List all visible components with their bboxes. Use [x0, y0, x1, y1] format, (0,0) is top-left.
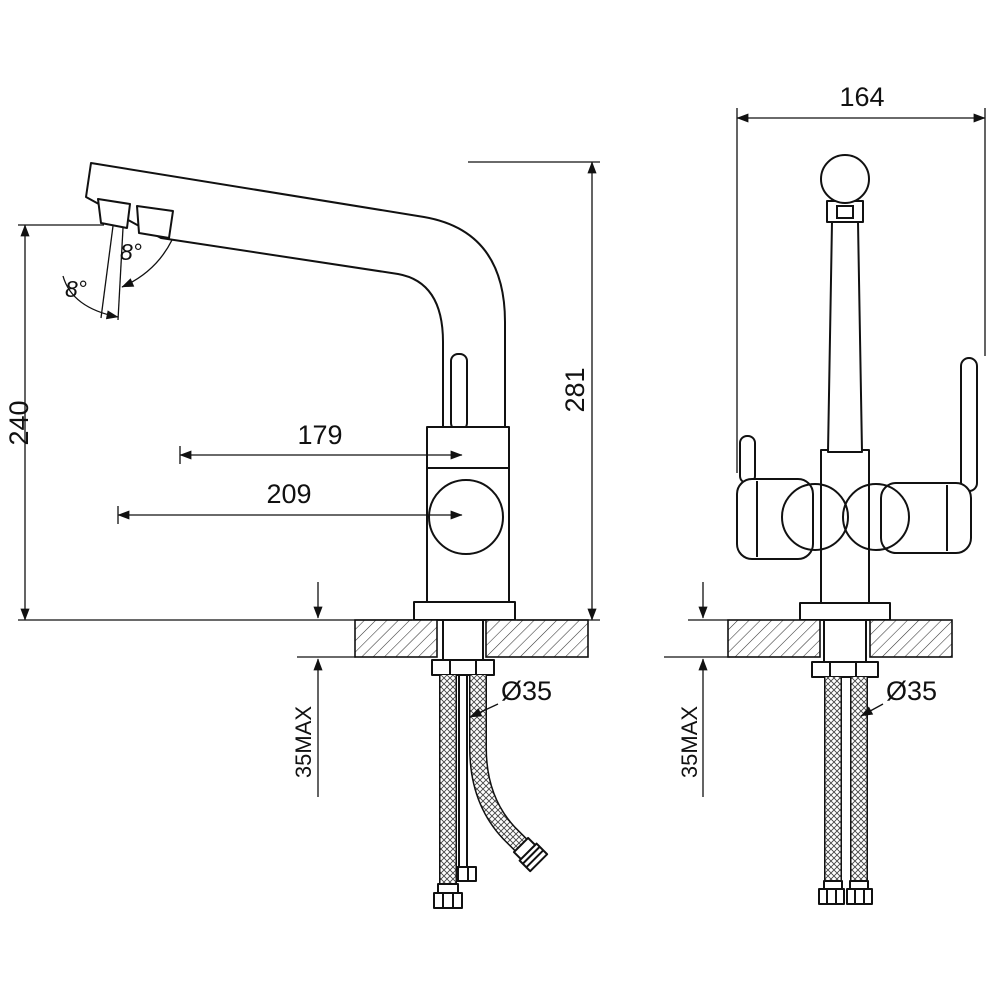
label-hole-diameter-right: Ø35	[860, 676, 937, 717]
handle-cylinder	[880, 482, 972, 554]
supply-hose-straight	[818, 677, 845, 905]
handle-knob	[820, 154, 870, 204]
joint-circle-left	[781, 483, 849, 551]
hose-hex-nut	[846, 888, 873, 905]
nut-facet-line	[522, 846, 541, 865]
joint-circle-right	[842, 483, 910, 551]
side-view: 8° 8°	[4, 161, 600, 909]
hole-diameter-label: Ø35	[886, 676, 937, 706]
hose-fitting	[849, 880, 869, 890]
dimension-spout-reach: 209	[117, 479, 463, 524]
spray-angle-label-upper: 8°	[120, 239, 142, 265]
dimension-label: 240	[4, 400, 34, 445]
label-hole-diameter-left: Ø35	[469, 676, 552, 718]
dimension-label: 35MAX	[677, 706, 702, 778]
dimension-total-height: 281	[468, 161, 600, 621]
dimension-deck-max-right: 35MAX	[664, 582, 730, 797]
leader-line	[860, 703, 884, 717]
hose-fitting	[823, 880, 843, 890]
swivel-joint-circle	[428, 479, 504, 555]
hose-hex-nut	[818, 888, 845, 905]
base-flange	[413, 601, 516, 621]
countertop-section	[354, 619, 438, 658]
mounting-nut	[811, 661, 879, 678]
water-stream-line	[117, 227, 124, 321]
hose-fitting	[437, 883, 459, 894]
dimension-label: 209	[266, 479, 311, 509]
outlet-lever	[739, 435, 756, 484]
nut-facet-line	[525, 849, 544, 868]
dimension-deck-max-left: 35MAX	[291, 582, 356, 797]
hose-hex-nut	[518, 842, 549, 873]
supply-hose-straight	[433, 675, 463, 909]
spray-angle-arc-lower	[62, 275, 119, 320]
dimension-aerator-reach: 179	[179, 420, 463, 464]
aerator-outer	[97, 198, 131, 229]
threaded-stud	[458, 674, 468, 868]
aerator-inner	[136, 205, 174, 239]
mounting-nut	[431, 659, 495, 676]
spout-neck	[827, 221, 863, 453]
dimension-label: 179	[297, 420, 342, 450]
spray-angle-arc-upper	[121, 239, 173, 288]
dimension-overall-width: 164	[736, 82, 986, 473]
dimension-label: 281	[560, 367, 590, 412]
mounting-shank	[442, 619, 484, 663]
mounting-shank	[823, 619, 867, 663]
leader-line	[469, 703, 499, 718]
handle-lever	[450, 353, 468, 431]
water-stream-line	[100, 225, 114, 319]
dimension-spout-height: 240	[4, 224, 412, 621]
dimension-label: 35MAX	[291, 706, 316, 778]
base-flange	[799, 602, 891, 621]
countertop-section	[869, 619, 953, 658]
knob-collar-notch	[836, 205, 854, 219]
countertop-section	[727, 619, 821, 658]
spray-angle-label-lower: 8°	[65, 276, 87, 302]
supply-hose-curved	[469, 675, 549, 873]
hose-hex-nut	[433, 892, 463, 909]
front-view: 164 35MAX Ø35	[664, 82, 986, 905]
supply-hose-straight	[846, 677, 873, 905]
dimension-label: 164	[839, 82, 884, 112]
countertop-section	[485, 619, 589, 658]
handle-lever-rod	[960, 357, 978, 492]
spout-outline	[85, 162, 506, 428]
hole-diameter-label: Ø35	[501, 676, 552, 706]
